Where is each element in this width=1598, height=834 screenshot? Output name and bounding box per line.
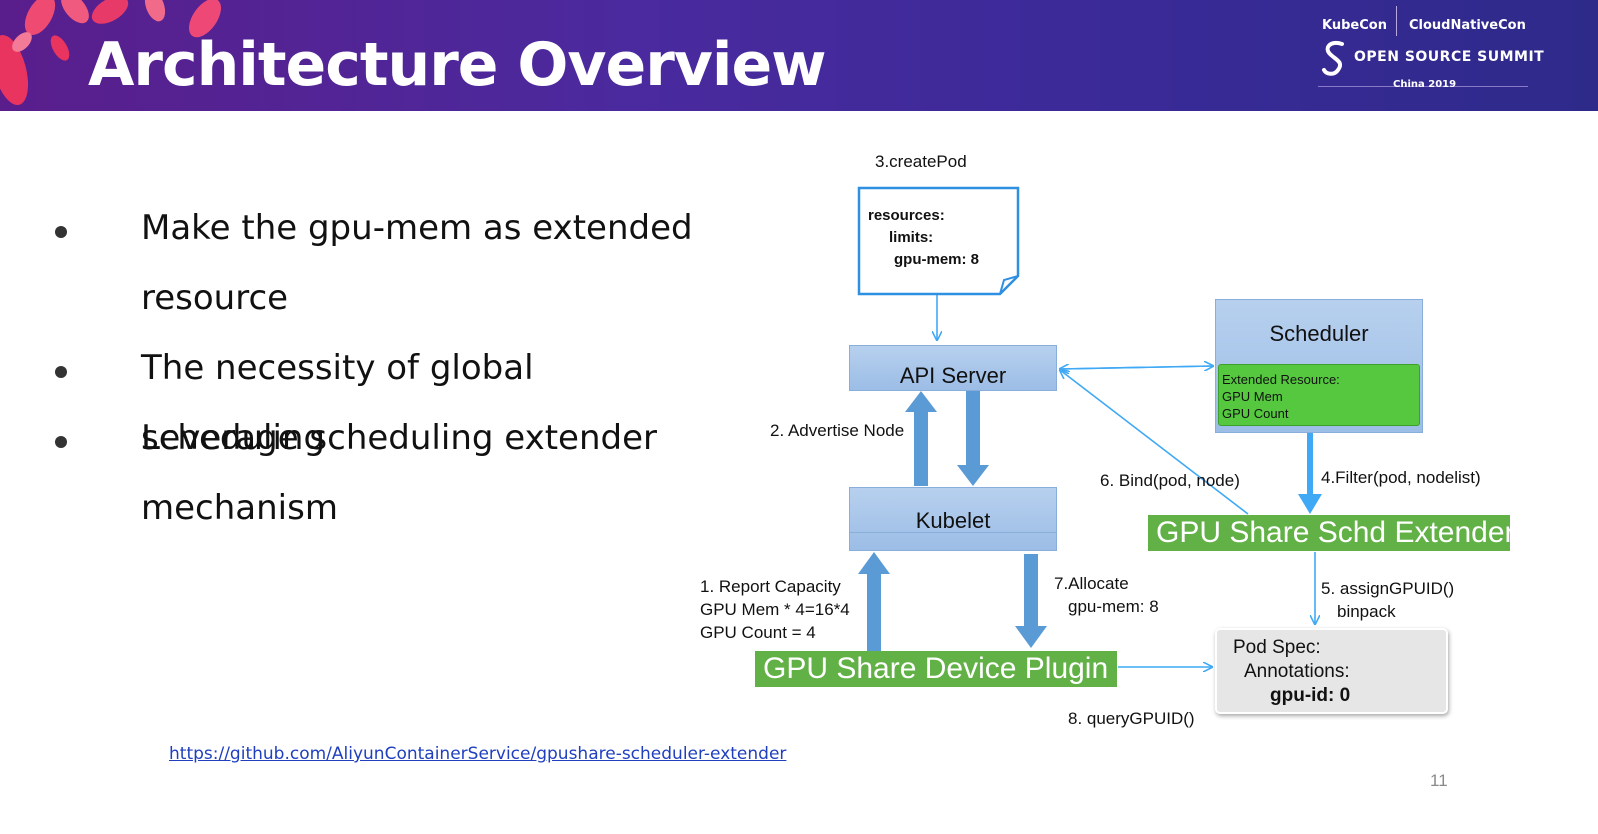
api-server-label: API Server: [899, 363, 1007, 388]
note-fold: [999, 275, 1019, 295]
bullet-dot: [55, 366, 67, 378]
cloudnativecon-logo-text: CloudNativeCon: [1409, 18, 1526, 33]
report-line: GPU Mem * 4=16*4: [700, 600, 850, 619]
slide-title: Architecture Overview: [88, 30, 827, 100]
allocate-label: 7.Allocate gpu-mem: 8: [1054, 572, 1159, 618]
gpu-share-device-plugin: GPU Share Device Plugin: [755, 651, 1117, 687]
assign-label: 5. assignGPUID() binpack: [1321, 577, 1454, 623]
page-number: 11: [1430, 771, 1448, 790]
pod-spec-line: Pod Spec:: [1233, 637, 1321, 658]
oss-logo-icon: [1322, 41, 1344, 76]
arrow-allocate: [1015, 554, 1047, 648]
assign-line: binpack: [1337, 602, 1396, 621]
flower-decoration: [0, 0, 221, 106]
yaml-line: gpu-mem: 8: [894, 251, 980, 268]
ext-res-line: GPU Count: [1222, 406, 1289, 421]
event-text: China 2019: [1393, 79, 1457, 90]
extended-resource-box: Extended Resource: GPU Mem GPU Count: [1218, 364, 1420, 426]
arrow-bind: [1060, 370, 1249, 515]
report-line: 1. Report Capacity: [700, 577, 841, 596]
github-link[interactable]: https://github.com/AliyunContainerServic…: [169, 744, 787, 764]
arrow-filter: [1298, 432, 1322, 514]
bullet-item: Make the gpu-mem as extended resource: [141, 208, 693, 318]
bullet-item: Leverage scheduling extender mechanism: [141, 418, 657, 528]
ext-res-line: Extended Resource:: [1222, 372, 1340, 387]
report-line: GPU Count = 4: [700, 623, 816, 642]
kubelet-label: Kubelet: [915, 508, 991, 533]
arrow-report-capacity: [858, 552, 890, 652]
open-source-summit-text: OPEN SOURCE SUMMIT: [1354, 49, 1545, 65]
pod-spec-box: Pod Spec: Annotations: gpu-id: 0: [1215, 628, 1448, 714]
arrow-advertise-down: [957, 391, 989, 486]
api-server-box: API Server: [849, 345, 1057, 391]
bind-label: 6. Bind(pod, node): [1100, 471, 1240, 490]
bullet-dot: [55, 436, 67, 448]
create-pod-label: 3.createPod: [875, 152, 967, 171]
brand-divider: [1396, 6, 1397, 36]
allocate-line: gpu-mem: 8: [1068, 597, 1159, 616]
yaml-line: limits:: [889, 229, 934, 246]
pod-spec-line: gpu-id: 0: [1270, 685, 1351, 706]
bullet-item: The necessity of global scheduling: [141, 348, 534, 458]
kubecon-logo-text: KubeCon: [1322, 18, 1387, 33]
pod-spec-line: Annotations:: [1244, 661, 1350, 682]
kubelet-box: Kubelet: [849, 487, 1057, 551]
brand-underline: [1318, 86, 1528, 87]
assign-line: 5. assignGPUID(): [1321, 579, 1455, 598]
arrow-advertise-up: [905, 391, 937, 486]
pod-yaml: resources: limits: gpu-mem: 8: [859, 188, 1018, 294]
allocate-line: 7.Allocate: [1054, 574, 1129, 593]
header-banner: Architecture Overview KubeCon CloudNativ…: [0, 0, 1598, 111]
ext-res-line: GPU Mem: [1222, 389, 1283, 404]
report-capacity-label: 1. Report Capacity GPU Mem * 4=16*4 GPU …: [700, 575, 850, 644]
pod-yaml-note-shape: [857, 186, 1020, 296]
filter-label: 4.Filter(pod, nodelist): [1321, 468, 1481, 487]
bullet-dot: [55, 226, 67, 238]
gpu-share-schd-extender: GPU Share Schd Extender: [1148, 515, 1515, 551]
advertise-node-label: 2. Advertise Node: [770, 421, 905, 440]
query-label: 8. queryGPUID(): [1068, 709, 1195, 728]
arrow-scheduler-to-api: [1060, 366, 1214, 369]
scheduler-label: Scheduler: [1269, 321, 1369, 346]
kubelet-divider: [849, 532, 1057, 533]
yaml-line: resources:: [868, 207, 945, 224]
